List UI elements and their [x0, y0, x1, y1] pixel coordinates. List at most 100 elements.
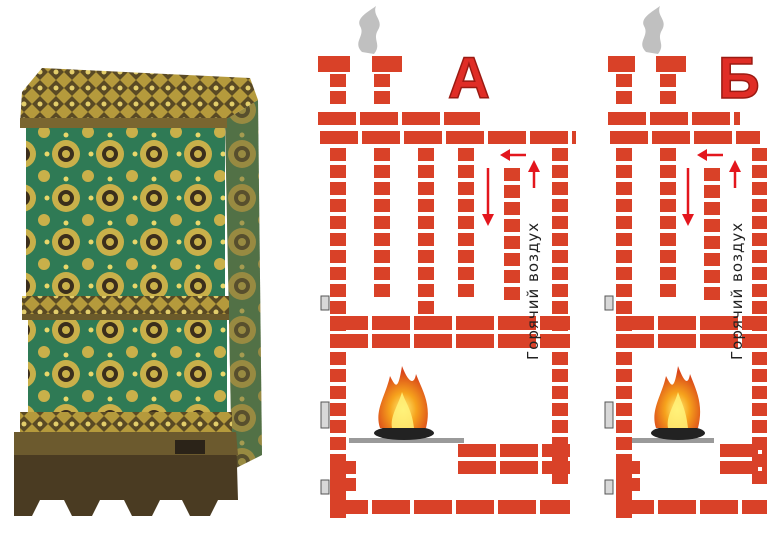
brick — [330, 403, 346, 416]
brick — [540, 334, 570, 348]
brick — [660, 267, 676, 280]
brick — [660, 250, 676, 263]
brick — [458, 216, 474, 229]
brick — [752, 284, 767, 297]
brick — [552, 148, 568, 161]
brick — [418, 165, 434, 178]
brick — [374, 267, 390, 280]
brick — [660, 165, 676, 178]
brick — [736, 131, 760, 144]
brick — [572, 131, 576, 144]
brick — [458, 165, 474, 178]
brick — [330, 199, 346, 212]
brick — [762, 444, 767, 457]
brick — [504, 253, 520, 266]
brick — [616, 91, 632, 104]
brick — [660, 182, 676, 195]
brick — [374, 148, 390, 161]
brick — [418, 233, 434, 246]
brick — [552, 403, 568, 416]
brick — [608, 56, 635, 72]
brick — [504, 185, 520, 198]
brick — [552, 352, 568, 365]
brick — [418, 182, 434, 195]
brick — [418, 216, 434, 229]
brick — [542, 444, 570, 457]
brick — [552, 216, 568, 229]
brick — [704, 236, 720, 249]
brick — [752, 148, 767, 161]
brick — [458, 182, 474, 195]
brick — [704, 270, 720, 283]
brick — [752, 165, 767, 178]
brick — [330, 284, 346, 297]
brick — [414, 316, 452, 330]
brick — [616, 386, 632, 399]
brick — [498, 500, 536, 514]
brick — [330, 91, 346, 104]
brick — [488, 131, 526, 144]
brick — [458, 267, 474, 280]
brick — [330, 500, 368, 514]
brick-masonry — [318, 56, 767, 518]
brick — [608, 112, 646, 125]
brick — [616, 216, 632, 229]
brick — [552, 301, 568, 314]
brick — [404, 131, 442, 144]
brick — [504, 168, 520, 181]
brick — [616, 233, 632, 246]
brick — [372, 500, 410, 514]
brick — [704, 253, 720, 266]
brick — [616, 74, 632, 87]
brick — [414, 334, 452, 348]
brick — [616, 369, 632, 382]
brick — [616, 250, 632, 263]
brick — [616, 352, 632, 365]
brick — [504, 236, 520, 249]
brick — [456, 500, 494, 514]
brick — [552, 386, 568, 399]
brick — [552, 233, 568, 246]
brick — [330, 369, 346, 382]
brick — [656, 56, 686, 72]
brick — [616, 437, 632, 450]
brick — [418, 284, 434, 297]
brick — [616, 334, 654, 348]
brick — [660, 91, 676, 104]
brick — [552, 182, 568, 195]
brick — [318, 56, 350, 72]
brick — [720, 444, 758, 457]
brick — [752, 216, 767, 229]
brick — [616, 316, 654, 330]
brick — [504, 287, 520, 300]
brick — [616, 199, 632, 212]
brick — [552, 267, 568, 280]
brick — [330, 267, 346, 280]
brick — [752, 420, 767, 433]
brick — [500, 461, 538, 474]
brick — [374, 216, 390, 229]
brick — [318, 112, 356, 125]
brick — [704, 185, 720, 198]
brick — [330, 182, 346, 195]
brick — [504, 219, 520, 232]
brick — [374, 284, 390, 297]
brick — [362, 131, 400, 144]
brick — [552, 420, 568, 433]
brick — [504, 202, 520, 215]
brick — [374, 199, 390, 212]
brick — [418, 267, 434, 280]
brick — [704, 202, 720, 215]
airflow-label-b: Горячий воздух — [728, 222, 746, 360]
brick — [458, 461, 496, 474]
brick — [414, 500, 452, 514]
brick — [372, 316, 410, 330]
brick — [720, 461, 758, 474]
brick — [458, 199, 474, 212]
brick — [372, 334, 410, 348]
brick — [660, 233, 676, 246]
brick — [552, 250, 568, 263]
brick — [540, 316, 570, 330]
brick — [616, 420, 632, 433]
